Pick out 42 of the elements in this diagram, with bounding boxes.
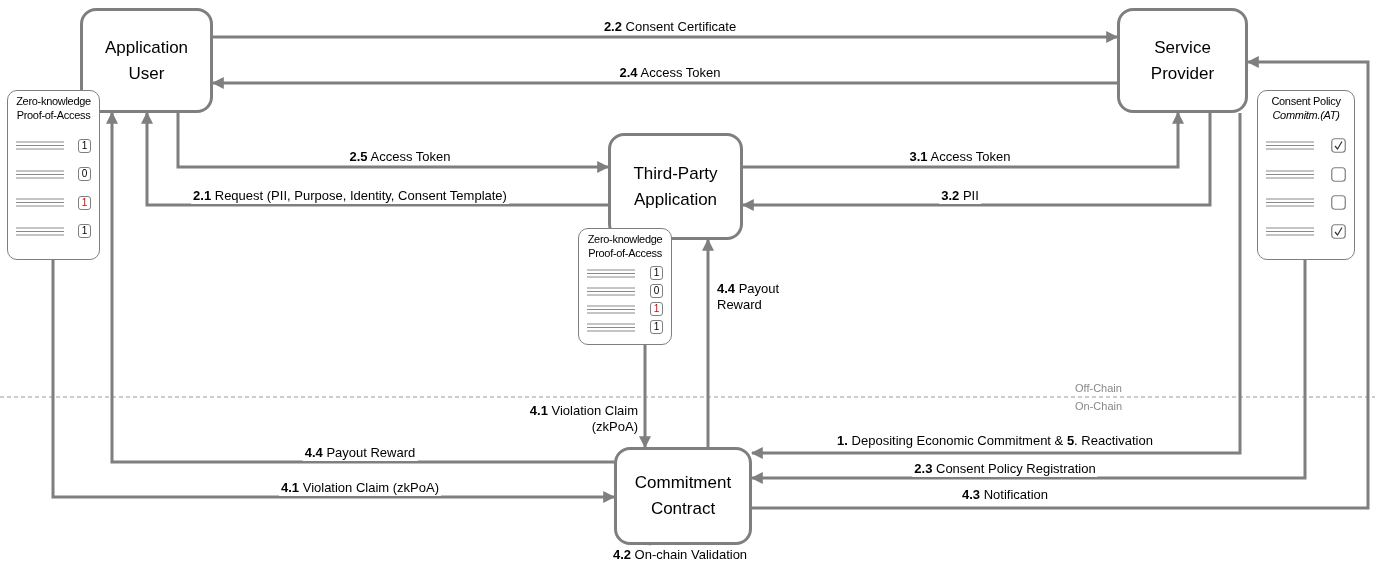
arrow [750,260,1307,484]
bit-value: 1 [650,302,663,316]
arrow [741,113,1212,211]
process-box [1117,8,1248,113]
box-label: Application User [103,36,190,85]
arrow [211,77,1117,89]
bit-value: 1 [78,138,91,153]
arrow [176,113,610,173]
arrow [750,113,1242,459]
bit-value: 0 [78,167,91,182]
arrow [639,345,651,449]
document-title: Commitm.(AT) [1272,108,1340,122]
document-card [1257,90,1355,260]
bit-value: 0 [650,284,663,298]
edge-label: 2.3 Consent Policy Registration [912,461,1098,477]
arrow [213,31,1119,43]
process-box [614,447,752,545]
arrow [752,56,1370,510]
bit-value: 1 [650,320,663,334]
edge-label: 2.1 Request (PII, Purpose, Identity, Consent Template) [191,188,509,204]
document-card [7,90,100,260]
zone-label: Off-Chain [1075,381,1122,395]
bit-value: 1 [78,195,91,210]
document-card [578,228,672,345]
zone-label: On-Chain [1075,399,1123,413]
document-title: Zero-knowledge Proof-of-Access [15,94,92,122]
box-label: Third-Party Application [632,162,719,211]
bit-value: 1 [650,266,663,280]
bit-value: 1 [78,224,91,239]
arrow [141,111,608,207]
arrow [743,111,1184,169]
box-label: Commitment Contract [633,472,733,520]
arrow [702,238,714,447]
arrow [106,111,614,464]
edge-label: 4.4 Payout Reward [302,445,418,461]
edge-label: 3.2 PII [939,188,981,204]
edge-label: 1. Depositing Economic Commitment & 5. Reactivation [835,433,1155,449]
document-title: Consent Policy [1271,94,1341,108]
edge-label: 4.1 Violation Claim (zkPoA) [279,480,441,496]
arrow [51,260,616,503]
box-label: Service Provider [1149,36,1216,85]
document-title: Zero-knowledge Proof-of-Access [586,232,664,260]
